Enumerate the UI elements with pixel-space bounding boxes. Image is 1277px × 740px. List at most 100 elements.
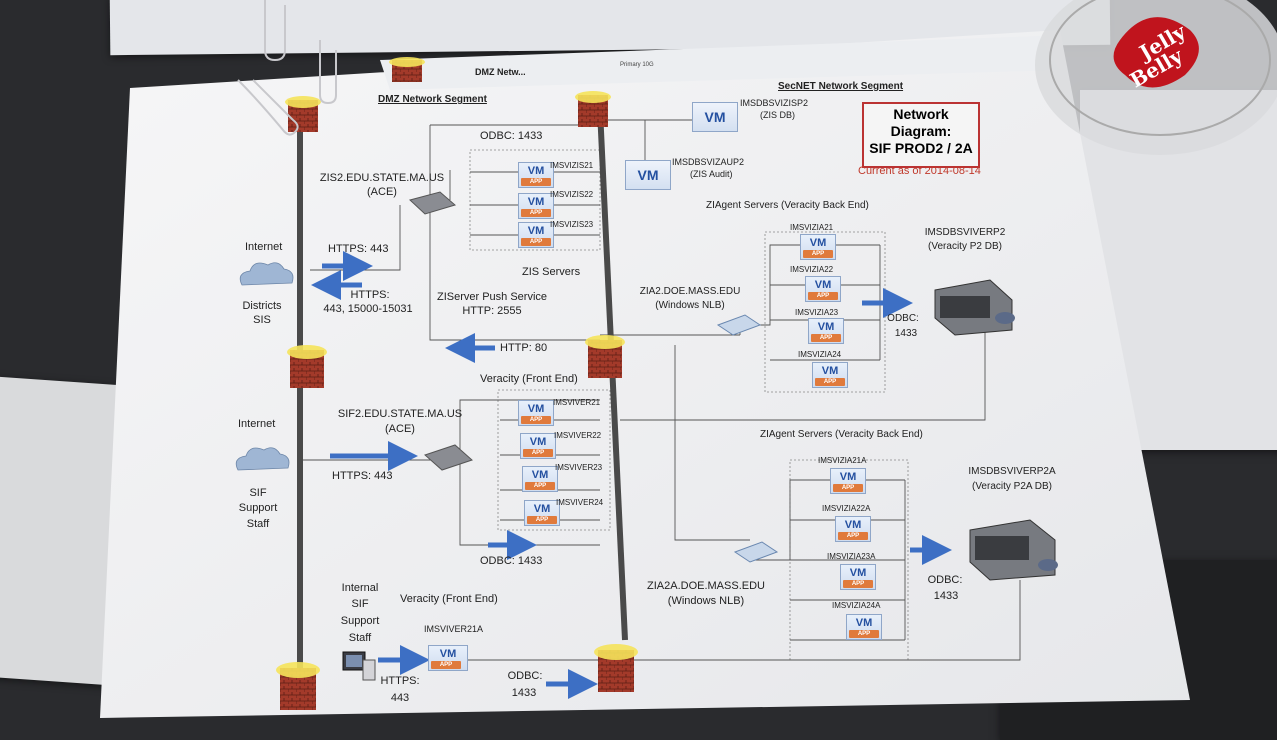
ziagent-p2-label: ZIAgent Servers (Veracity Back End) [706, 200, 869, 211]
zis-audit-sub: (ZIS Audit) [690, 169, 733, 179]
p2a-odbc-line1: ODBC: [927, 574, 963, 586]
viver-vm-label-1: IMSVIVER21 [553, 398, 601, 407]
zia2a-nlb-sub: (Windows NLB) [667, 595, 745, 607]
diagram-canvas [100, 0, 1277, 718]
zis-host-sub: (ACE) [367, 186, 397, 198]
sis-label: SIS [253, 314, 271, 326]
viver-vm-label-4: IMSVIVER24 [556, 498, 604, 507]
zis-vm-label-1: IMSVIZIS21 [550, 161, 594, 170]
veracity-https-label: HTTPS: 443 [332, 470, 393, 482]
internal-label-1: Internal [341, 582, 379, 594]
title-line-2: Diagram: [890, 123, 952, 139]
connection-lines [300, 119, 1021, 661]
zis-push-line1: ZIServer Push Service [436, 291, 548, 303]
zis-https2-line2: 443, 15000-15031 [323, 303, 413, 315]
veracity-odbc-label: ODBC: 1433 [480, 555, 543, 567]
zia2a-nlb-host: ZIA2A.DOE.MASS.EDU [647, 580, 765, 592]
jelly-belly-jar [1035, 0, 1277, 155]
internal-label-3: Support [340, 615, 380, 627]
behind-paper [380, 36, 1060, 90]
current-as-of: Current as of 2014-08-14 [858, 165, 981, 177]
dmz-segment-label: DMZ Network Segment [378, 94, 487, 105]
zis-push-line2: HTTP: 2555 [462, 305, 522, 317]
internal-label-4: Staff [348, 632, 372, 644]
zia-p2a-vm-label-1: IMSVIZIA21A [818, 456, 867, 465]
workstation-icon [342, 651, 376, 681]
secnet-segment-label: SecNET Network Segment [778, 81, 904, 92]
viver-vm-label-2: IMSVIVER22 [554, 431, 602, 440]
paperclip-icons [237, 0, 337, 136]
zia2-nlb-sub: (Windows NLB) [655, 300, 725, 311]
vm-icon-zis-audit: VM [625, 160, 671, 190]
main-paper [100, 30, 1190, 718]
p2a-db-name: IMSDBSVIVERP2A [968, 466, 1056, 477]
zia-p2-vm-label-1: IMSVIZIA21 [790, 223, 834, 232]
veracity-fe-label: Veracity (Front End) [480, 373, 578, 385]
zis-http80-label: HTTP: 80 [500, 342, 548, 354]
p2-db-name: IMSDBSVIVERP2 [924, 227, 1006, 238]
zia-p2a-vm-label-3: IMSVIZIA23A [827, 552, 876, 561]
internal-https-line2: 443 [390, 692, 410, 704]
p2-odbc-line2: 1433 [894, 328, 918, 339]
vm-icon-zis-db: VM [692, 102, 738, 132]
diagram-title-box: Network Diagram: SIF PROD2 / 2A [862, 102, 980, 168]
behind-dmz-label: DMZ Netw... [475, 67, 526, 77]
internet-label-1: Internet [245, 241, 283, 253]
internal-fe-vm-label: IMSVIVER21A [424, 624, 484, 634]
internal-odbc-line2: 1433 [511, 687, 537, 699]
db-server-icons [934, 279, 1058, 581]
zis-vm-label-3: IMSVIZIS23 [550, 220, 594, 229]
title-line-1: Network [893, 106, 949, 122]
zis-servers-label: ZIS Servers [522, 266, 581, 278]
internal-https-line1: HTTPS: [380, 675, 420, 687]
internal-odbc-line1: ODBC: [507, 670, 543, 682]
zis-odbc-label: ODBC: 1433 [480, 130, 543, 142]
firewall-icons [276, 57, 638, 710]
zis-https-label: HTTPS: 443 [328, 243, 389, 255]
title-line-3: SIF PROD2 / 2A [869, 140, 973, 156]
zia-p2a-vm-label-4: IMSVIZIA24A [832, 601, 881, 610]
zia-p2a-vm-label-2: IMSVIZIA22A [822, 504, 871, 513]
zis-audit-name: IMSDBSVIZAUP2 [672, 157, 745, 167]
p2-odbc-line1: ODBC: [887, 313, 919, 324]
zis-db-name: IMSDBSVIZISP2 [740, 98, 809, 108]
router-icons [408, 191, 779, 563]
zis-db-sub: (ZIS DB) [760, 110, 795, 120]
internet-clouds [235, 262, 294, 471]
viver-vm-label-3: IMSVIVER23 [555, 463, 603, 472]
p2a-odbc-line2: 1433 [933, 590, 959, 602]
internal-label-2: SIF [351, 598, 369, 610]
sif-support-label-2: Support [238, 502, 278, 514]
sif-support-label-1: SIF [249, 487, 267, 499]
internal-fe-label: Veracity (Front End) [400, 593, 498, 605]
p2-db-sub: (Veracity P2 DB) [928, 241, 1002, 252]
districts-label: Districts [242, 300, 282, 312]
zia-p2-vm-label-2: IMSVIZIA22 [790, 265, 834, 274]
flow-arrows [311, 251, 952, 699]
primary-link-label: Primary 10G [620, 62, 654, 68]
zia-p2-vm-label-3: IMSVIZIA23 [795, 308, 839, 317]
sif-support-label-3: Staff [246, 518, 270, 530]
zis-host-label: ZIS2.EDU.STATE.MA.US [319, 172, 445, 184]
zis-vm-label-2: IMSVIZIS22 [550, 190, 594, 199]
sif2-host-sub: (ACE) [385, 423, 415, 435]
zia2-nlb-host: ZIA2.DOE.MASS.EDU [639, 286, 741, 297]
sif2-host-label: SIF2.EDU.STATE.MA.US [337, 408, 463, 420]
internet-label-2: Internet [238, 418, 276, 430]
